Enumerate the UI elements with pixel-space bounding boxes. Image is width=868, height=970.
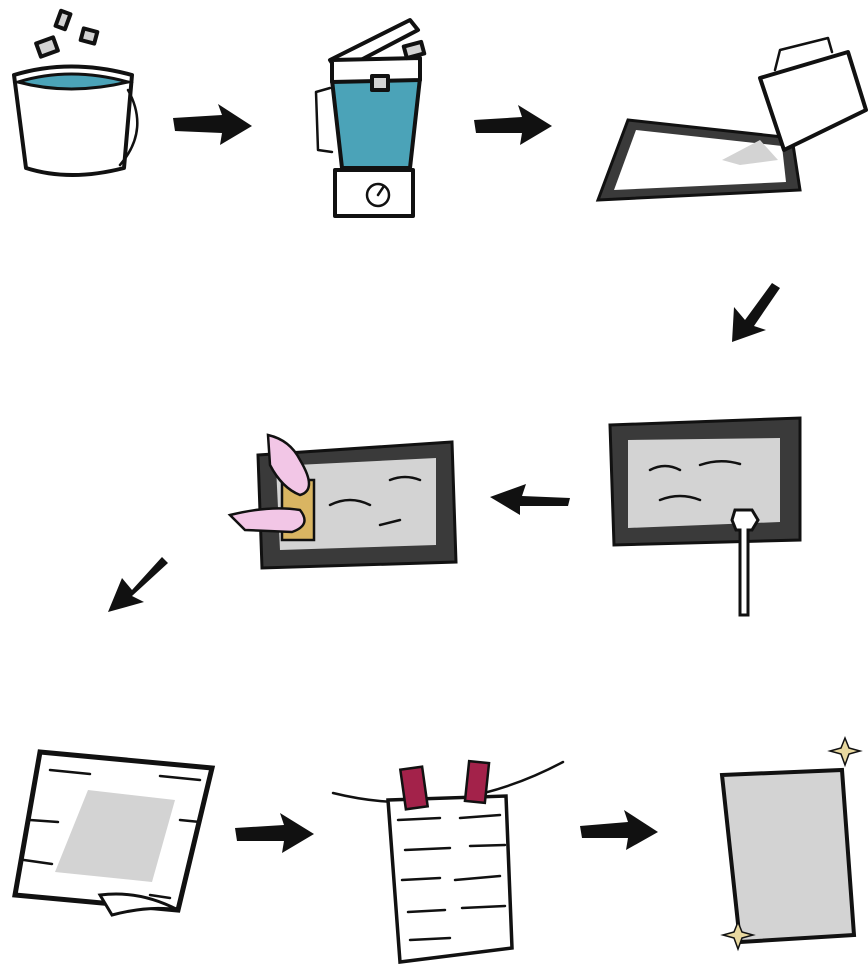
step-7-drying-line-icon xyxy=(333,761,563,962)
step-5-remove-sheet-icon xyxy=(230,435,456,568)
arrow-right-2 xyxy=(474,105,552,145)
arrow-down-left-2 xyxy=(108,557,168,612)
step-3-pour-into-frame-icon xyxy=(598,38,866,200)
step-8-finished-sheet-icon xyxy=(722,738,860,949)
arrow-left-1 xyxy=(490,484,570,515)
step-1-bucket-icon xyxy=(14,11,137,175)
arrow-right-1 xyxy=(173,104,252,145)
step-2-blender-icon xyxy=(316,20,424,216)
sparkle-icon-top xyxy=(830,738,860,765)
arrow-down-left-1 xyxy=(732,283,780,342)
arrow-right-4 xyxy=(580,810,658,850)
step-4-pressed-frame-icon xyxy=(610,418,800,615)
arrow-right-3 xyxy=(235,813,314,853)
step-6-sheet-on-cloth-icon xyxy=(15,752,212,915)
